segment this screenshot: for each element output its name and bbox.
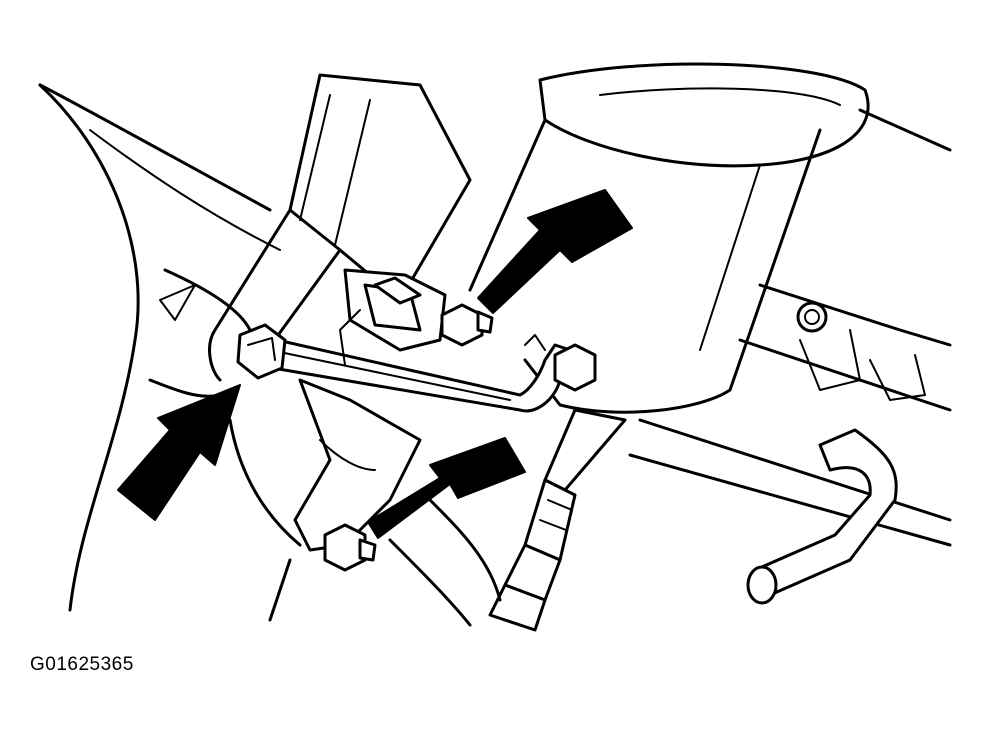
figure-caption: G01625365 bbox=[30, 654, 134, 675]
arrow-lower-left bbox=[117, 384, 241, 521]
frame-rail bbox=[628, 108, 952, 547]
pipe bbox=[746, 428, 898, 605]
canister bbox=[468, 62, 870, 414]
bolt-left bbox=[236, 323, 287, 380]
arrow-upper-right bbox=[477, 189, 633, 314]
bolt-upper-right bbox=[440, 303, 494, 347]
clamp-block bbox=[339, 268, 447, 366]
bolt-right bbox=[524, 334, 597, 392]
arrow-lower-right bbox=[367, 437, 526, 539]
lower-bracket bbox=[228, 378, 502, 627]
bolt-lower bbox=[323, 523, 377, 572]
hose bbox=[488, 408, 627, 632]
left-body-outline bbox=[38, 83, 281, 612]
